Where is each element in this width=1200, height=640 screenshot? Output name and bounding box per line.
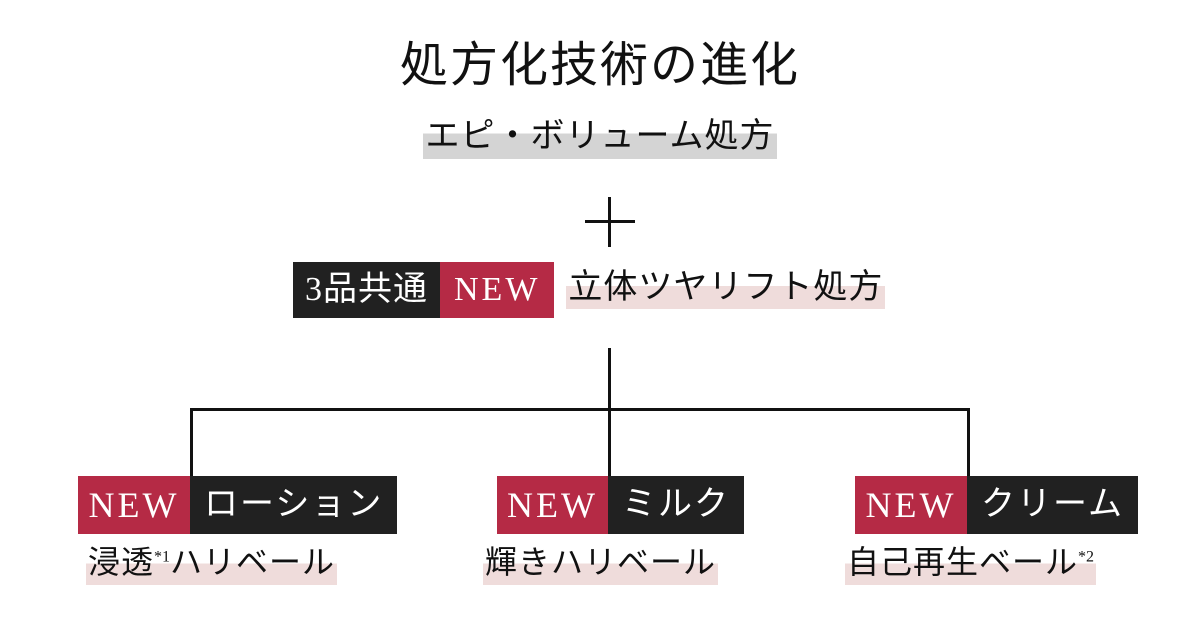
product-cream-name: クリーム xyxy=(967,476,1138,534)
formula-new-badge: NEW xyxy=(440,262,555,318)
product-cream-caption-pre: 自己再生ベール xyxy=(847,544,1079,580)
product-lotion: NEW ローション 浸透*1ハリベール xyxy=(78,476,398,585)
subtitle-highlight: エピ・ボリューム処方 xyxy=(422,118,778,159)
formula-name-highlight: 立体ツヤリフト処方 xyxy=(566,271,886,309)
product-milk-caption-pre: 輝きハリベール xyxy=(485,544,717,580)
product-lotion-caption-post: ハリベール xyxy=(170,544,336,580)
product-cream-caption-highlight: 自己再生ベール*2 xyxy=(845,544,1097,585)
product-milk-badge: NEW ミルク xyxy=(497,476,744,534)
product-milk-caption-highlight: 輝きハリベール xyxy=(483,544,719,585)
product-milk-new-badge: NEW xyxy=(497,476,608,534)
product-milk-caption: 輝きハリベール xyxy=(483,544,744,585)
product-cream: NEW クリーム 自己再生ベール*2 xyxy=(845,476,1138,585)
common-badge: 3品共通 xyxy=(293,262,440,318)
connector-drop-left xyxy=(190,408,193,478)
formula-name: 立体ツヤリフト処方 xyxy=(566,262,886,318)
product-lotion-footnote-marker: *1 xyxy=(154,548,171,566)
product-lotion-caption-highlight: 浸透*1ハリベール xyxy=(86,544,338,585)
product-lotion-new-badge: NEW xyxy=(78,476,190,534)
plus-vertical-bar xyxy=(608,197,611,247)
product-milk: NEW ミルク 輝きハリベール xyxy=(483,476,744,585)
product-cream-footnote-marker: *2 xyxy=(1078,548,1095,566)
product-lotion-caption: 浸透*1ハリベール xyxy=(86,544,397,585)
product-lotion-name: ローション xyxy=(190,476,398,534)
product-lotion-caption-pre: 浸透 xyxy=(88,544,155,580)
connector-drop-right xyxy=(967,408,970,478)
subtitle: エピ・ボリューム処方 xyxy=(0,118,1200,159)
product-cream-new-badge: NEW xyxy=(855,476,967,534)
formula-row: 3品共通 NEW 立体ツヤリフト処方 xyxy=(293,262,886,318)
page-title: 処方化技術の進化 xyxy=(399,39,800,92)
product-milk-name: ミルク xyxy=(608,476,744,534)
product-lotion-badge: NEW ローション xyxy=(78,476,398,534)
product-cream-badge: NEW クリーム xyxy=(855,476,1138,534)
product-cream-caption: 自己再生ベール*2 xyxy=(845,544,1138,585)
connector-drop-center xyxy=(608,408,611,478)
connector-stem xyxy=(608,348,611,411)
connector-horizontal-bar xyxy=(190,408,970,411)
